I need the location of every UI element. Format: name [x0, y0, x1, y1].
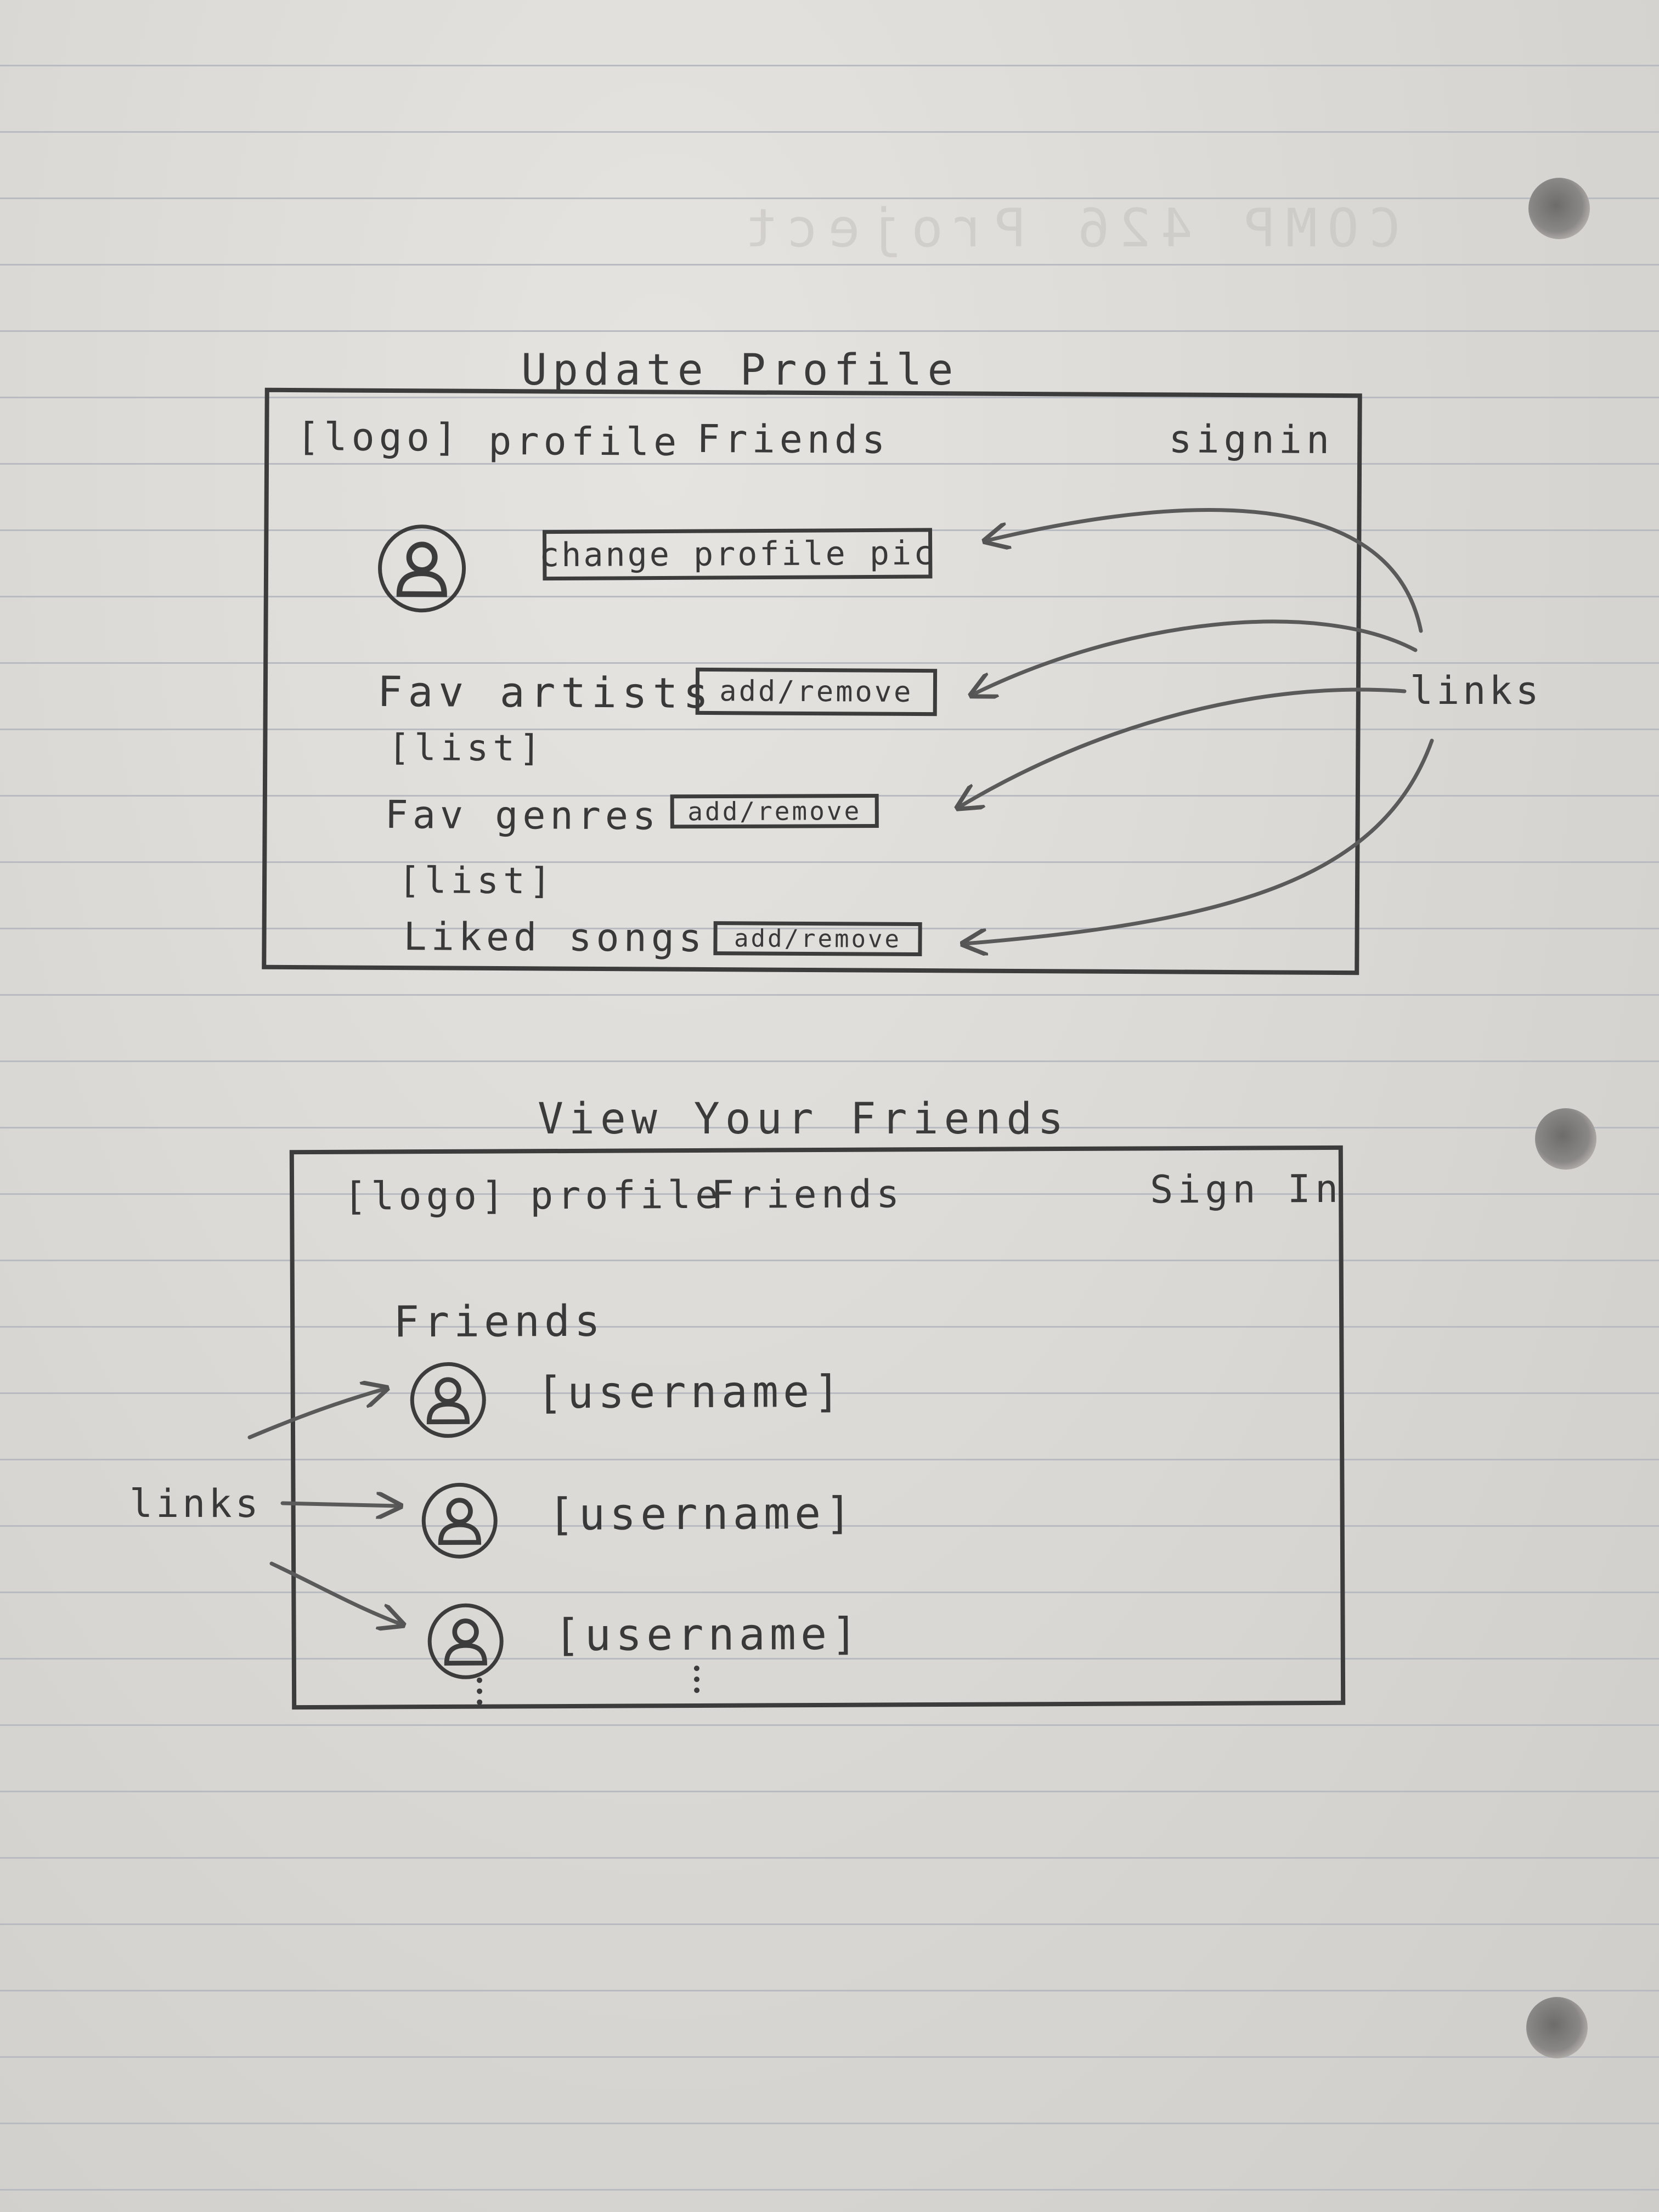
nav-logo[interactable]: [logo]: [296, 414, 462, 460]
fav-genres-list: [list]: [398, 859, 556, 902]
friend-avatar-icon: [410, 1362, 487, 1438]
binder-hole: [1535, 1108, 1596, 1170]
nav-friends-link[interactable]: Friends: [697, 416, 890, 462]
friend-list-item[interactable]: [username]: [294, 1150, 1339, 1438]
fav-artists-list: [list]: [388, 726, 545, 770]
nav-signin-link[interactable]: signin: [1169, 416, 1334, 462]
friend-list-item[interactable]: [username]: [294, 1150, 1339, 1680]
bleed-through-text: COMP 426 Project: [735, 198, 1401, 259]
view-friends-title: View Your Friends: [538, 1094, 1069, 1144]
update-profile-title: Update Profile: [521, 346, 959, 395]
links-annotation-page1: links: [1410, 668, 1542, 713]
view-friends-wireframe: [logo] profile Friends Sign In Friends […: [289, 1145, 1346, 1710]
binder-hole: [1526, 1997, 1588, 2058]
update-profile-wireframe: [logo] profile Friends signin change pro…: [262, 387, 1362, 975]
fav-genres-label: Fav genres: [385, 792, 661, 839]
liked-songs-add-remove-button[interactable]: add/remove: [713, 921, 922, 957]
fav-genres-add-remove-button[interactable]: add/remove: [670, 793, 879, 829]
change-profile-pic-button[interactable]: change profile pic: [539, 528, 935, 581]
friend-avatar-icon: [427, 1603, 504, 1680]
profile-avatar-icon: [377, 524, 466, 613]
friend-avatar-icon: [421, 1482, 498, 1559]
liked-songs-label: Liked songs: [403, 914, 707, 961]
friend-list-item[interactable]: [username]: [294, 1150, 1339, 1559]
fav-artists-add-remove-button[interactable]: add/remove: [695, 667, 938, 716]
fav-artists-label: Fav artists: [377, 667, 714, 718]
binder-hole: [1528, 178, 1590, 239]
links-annotation-page2: links: [129, 1481, 262, 1526]
list-continuation-dots: [477, 1665, 700, 1705]
nav-profile-link[interactable]: profile: [488, 418, 681, 465]
